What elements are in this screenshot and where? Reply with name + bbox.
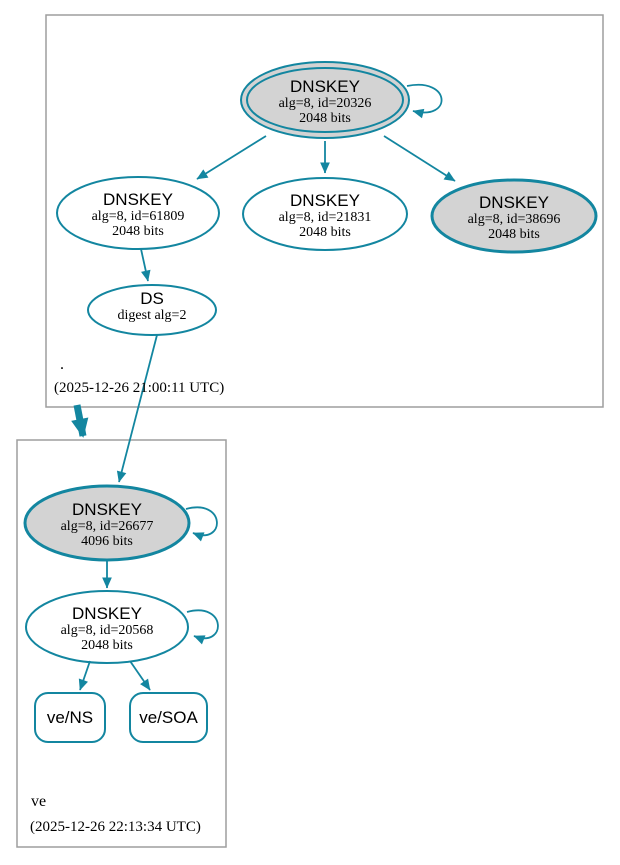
ds-node[interactable] bbox=[87, 284, 217, 336]
edge-ds-to-26677 bbox=[116, 334, 158, 483]
dnskey-20568-node[interactable] bbox=[25, 590, 189, 664]
edge-20326-to-61809 bbox=[196, 135, 267, 180]
ve-zone-box bbox=[16, 439, 227, 848]
dnskey-26677-node[interactable] bbox=[23, 484, 191, 562]
edge-61809-to-ds bbox=[140, 248, 151, 282]
edge-20568-to-ve-ns bbox=[78, 660, 91, 691]
dnskey-38696-node[interactable] bbox=[430, 178, 598, 254]
edge-20326-to-38696 bbox=[383, 135, 456, 182]
edge-20568-to-ve-soa bbox=[129, 660, 151, 691]
dnskey-20326-inner-ring bbox=[246, 67, 404, 133]
edge-delegation-root-to-ve bbox=[71, 404, 89, 438]
dnskey-20326-node[interactable] bbox=[240, 61, 410, 139]
root-zone-box bbox=[45, 14, 604, 408]
rrset-ve-soa-node[interactable] bbox=[129, 692, 208, 743]
edge-dnskey-20326-self-sign bbox=[406, 83, 443, 119]
edge-dnskey-26677-self-sign bbox=[185, 506, 218, 542]
rrset-ve-ns-node[interactable] bbox=[34, 692, 106, 743]
edge-dnskey-20568-self-sign bbox=[186, 609, 219, 645]
dnskey-61809-node[interactable] bbox=[56, 176, 220, 250]
dnskey-21831-node[interactable] bbox=[242, 177, 408, 251]
